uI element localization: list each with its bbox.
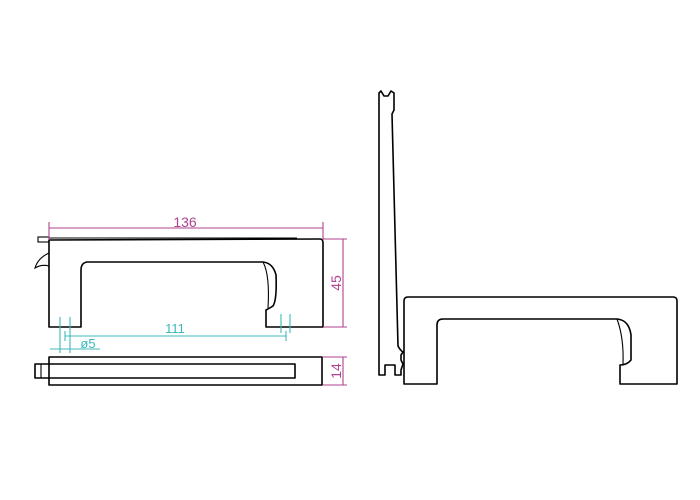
height-label: 45	[328, 275, 344, 291]
height-dimension: 45	[323, 238, 347, 328]
bottom-view	[34, 356, 323, 386]
hole-spacing-label: 111	[165, 321, 185, 336]
hole-diameter-label: ø5	[80, 336, 95, 351]
side-view	[378, 90, 678, 385]
hole-spacing-dimension: 111	[59, 314, 291, 353]
length-label: 136	[173, 214, 197, 230]
thickness-dimension: 14	[323, 356, 347, 386]
length-dimension: 136	[48, 214, 324, 240]
front-view	[34, 236, 324, 328]
thickness-label: 14	[328, 363, 344, 379]
hole-diameter-dimension: ø5	[50, 336, 100, 351]
